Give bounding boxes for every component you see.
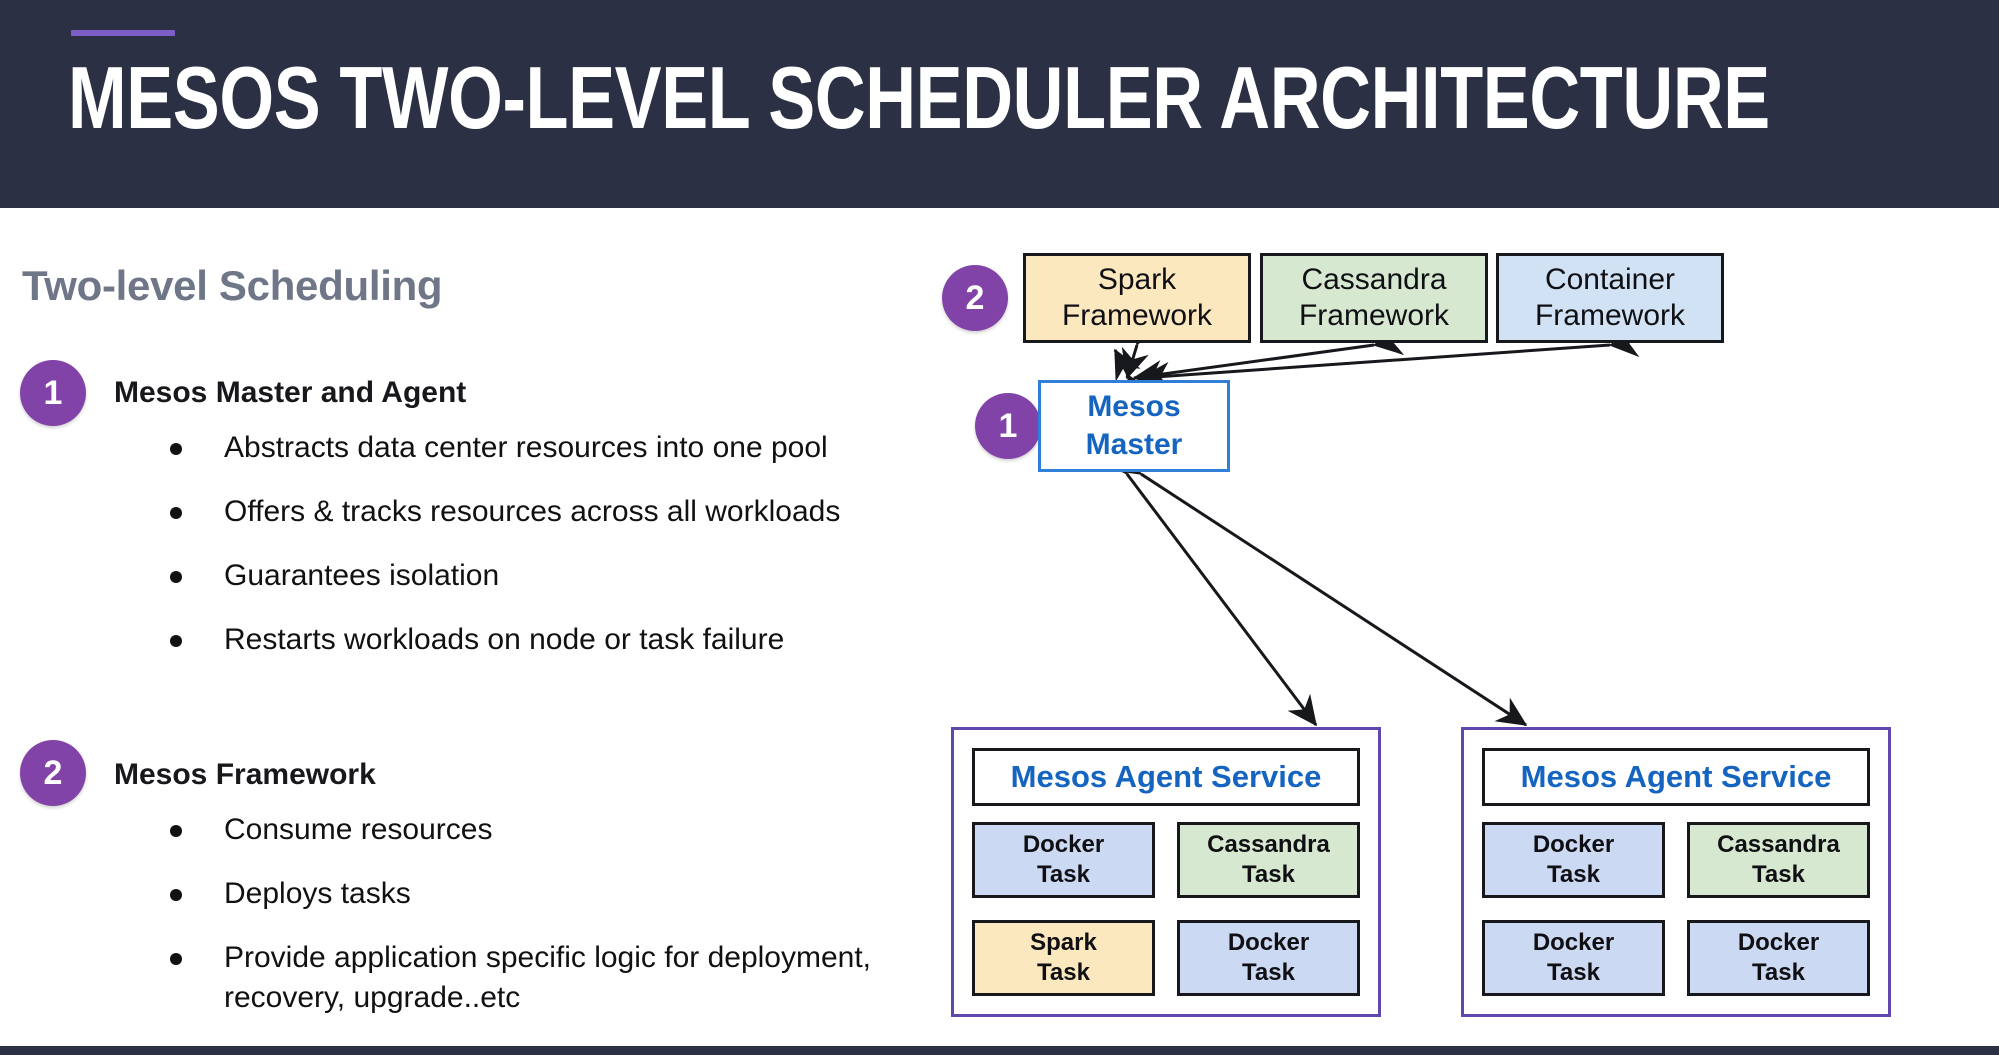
section-heading: Two-level Scheduling — [22, 262, 443, 309]
framework-cassandra-line2: Framework — [1298, 299, 1449, 332]
list-item: Guarantees isolation — [146, 556, 886, 596]
edge-cassandra-to-master — [1132, 327, 1405, 389]
connector-master-spark — [1113, 348, 1154, 407]
framework-spark-line2: Framework — [1061, 299, 1212, 332]
task-box-docker[interactable]: Docker Task — [1177, 920, 1360, 996]
task-box-docker[interactable]: Docker Task — [1482, 920, 1665, 996]
framework-container-line1: Container — [1544, 263, 1676, 296]
list-item: Provide application specific logic for d… — [146, 938, 886, 1018]
framework-box-cassandra[interactable]: Cassandra Framework — [1260, 253, 1488, 343]
list-item: Offers & tracks resources across all wor… — [146, 492, 886, 532]
task-box-docker[interactable]: Docker Task — [1687, 920, 1870, 996]
footer-bar — [0, 1046, 1999, 1055]
task-line2: Task — [1752, 959, 1805, 986]
list-item-label: Provide application specific logic for d… — [224, 941, 872, 1014]
list-item: Restarts workloads on node or task failu… — [146, 620, 886, 660]
bullet-list-group-2: Consume resources Deploys tasks Provide … — [146, 810, 886, 1042]
mesos-master-box[interactable]: Mesos Master — [1038, 380, 1230, 472]
list-item-label: Guarantees isolation — [224, 559, 500, 592]
mesos-agent-node-left[interactable]: Mesos Agent Service Docker Task Cassandr… — [951, 727, 1381, 1017]
task-line1: Docker — [1532, 831, 1615, 858]
header-bar: MESOS TWO-LEVEL SCHEDULER ARCHITECTURE — [0, 0, 1999, 208]
task-line2: Task — [1037, 861, 1090, 888]
bullet-dot-icon — [170, 507, 182, 519]
framework-container-line2: Framework — [1534, 299, 1685, 332]
task-line1: Docker — [1532, 929, 1615, 956]
edge-master-to-agent-right — [1109, 446, 1528, 727]
task-box-docker[interactable]: Docker Task — [972, 822, 1155, 898]
framework-box-spark[interactable]: Spark Framework — [1023, 253, 1251, 343]
list-item: Consume resources — [146, 810, 886, 850]
edge-container-to-master — [1139, 328, 1640, 391]
title-accent-rule — [71, 30, 175, 36]
framework-box-container[interactable]: Container Framework — [1496, 253, 1724, 343]
task-line2: Task — [1547, 959, 1600, 986]
edge-master-to-agent-left — [1098, 442, 1318, 727]
task-line2: Task — [1547, 861, 1600, 888]
task-box-spark[interactable]: Spark Task — [972, 920, 1155, 996]
diagram-badge-master: 1 — [975, 393, 1041, 459]
bullet-dot-icon — [170, 443, 182, 455]
task-line2: Task — [1037, 959, 1090, 986]
step-badge-2: 2 — [20, 740, 86, 806]
bullet-dot-icon — [170, 825, 182, 837]
task-line1: Cassandra — [1717, 831, 1840, 858]
bullet-dot-icon — [170, 571, 182, 583]
task-line1: Spark — [1030, 929, 1097, 956]
task-box-cassandra[interactable]: Cassandra Task — [1177, 822, 1360, 898]
bullet-list-group-1: Abstracts data center resources into one… — [146, 428, 886, 684]
task-grid-left: Docker Task Cassandra Task Spark Task Do… — [972, 822, 1360, 996]
page-title: MESOS TWO-LEVEL SCHEDULER ARCHITECTURE — [68, 48, 1770, 147]
task-grid-right: Docker Task Cassandra Task Docker Task D… — [1482, 822, 1870, 996]
task-line2: Task — [1242, 959, 1295, 986]
left-content-panel: Two-level Scheduling 1 Mesos Master and … — [0, 208, 930, 1046]
mesos-agent-service-label-left: Mesos Agent Service — [972, 748, 1360, 806]
task-line1: Docker — [1022, 831, 1105, 858]
task-line2: Task — [1242, 861, 1295, 888]
bullet-dot-icon — [170, 635, 182, 647]
task-line1: Cassandra — [1207, 831, 1330, 858]
list-item-label: Offers & tracks resources across all wor… — [224, 495, 841, 528]
framework-cassandra-line1: Cassandra — [1301, 263, 1447, 296]
bullet-dot-icon — [170, 953, 182, 965]
architecture-diagram: 2 Spark Framework Cassandra Framework Co… — [930, 208, 1999, 1046]
list-item-label: Restarts workloads on node or task failu… — [224, 623, 785, 656]
step-badge-1: 1 — [20, 360, 86, 426]
task-box-docker[interactable]: Docker Task — [1482, 822, 1665, 898]
group-title-mesos-master-and-agent: Mesos Master and Agent — [114, 376, 467, 409]
task-line1: Docker — [1737, 929, 1820, 956]
task-box-cassandra[interactable]: Cassandra Task — [1687, 822, 1870, 898]
list-item-label: Deploys tasks — [224, 877, 411, 910]
list-item: Deploys tasks — [146, 874, 886, 914]
task-line1: Docker — [1227, 929, 1310, 956]
list-item-label: Abstracts data center resources into one… — [224, 431, 828, 464]
list-item-label: Consume resources — [224, 813, 493, 846]
group-title-mesos-framework: Mesos Framework — [114, 758, 376, 791]
diagram-badge-frameworks: 2 — [942, 265, 1008, 331]
mesos-agent-service-label-right: Mesos Agent Service — [1482, 748, 1870, 806]
framework-spark-line1: Spark — [1097, 263, 1177, 296]
mesos-agent-node-right[interactable]: Mesos Agent Service Docker Task Cassandr… — [1461, 727, 1891, 1017]
list-item: Abstracts data center resources into one… — [146, 428, 886, 468]
bullet-dot-icon — [170, 889, 182, 901]
edge-spark-to-master — [1121, 313, 1159, 380]
mesos-master-line2: Master — [1085, 428, 1183, 461]
task-line2: Task — [1752, 861, 1805, 888]
mesos-master-line1: Mesos — [1087, 390, 1181, 423]
